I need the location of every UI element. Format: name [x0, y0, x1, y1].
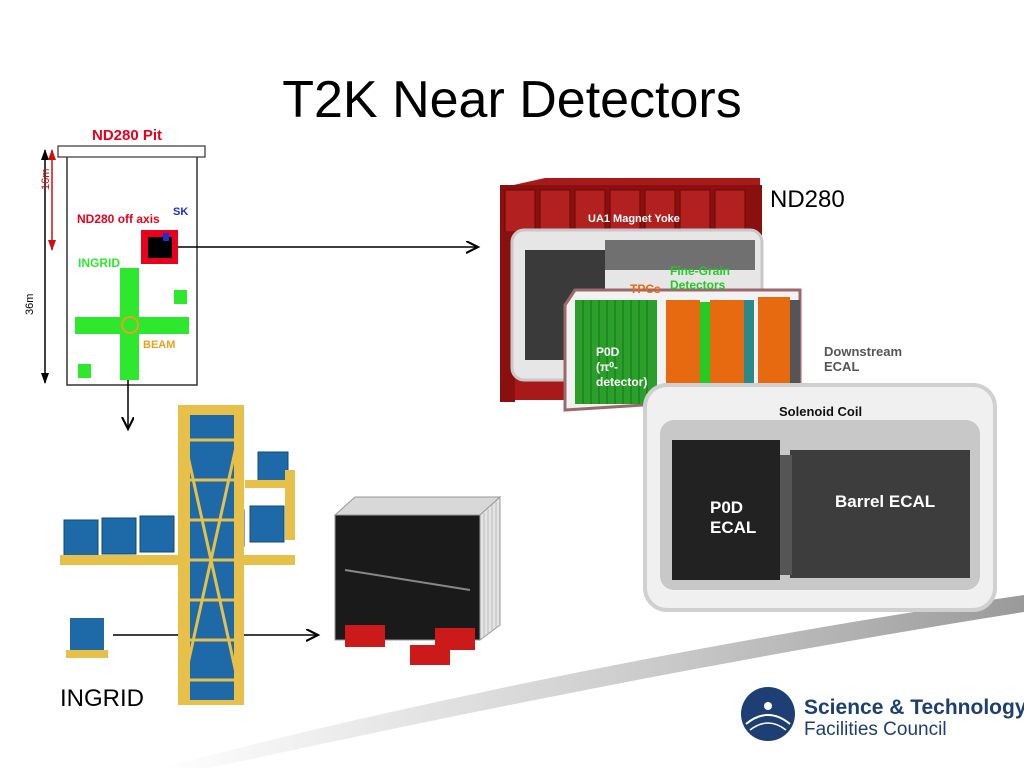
fgd-label-line1: Fine-Grain — [670, 264, 731, 278]
p0d-ecal-label-line2: ECAL — [710, 518, 757, 537]
nd280-off-axis-label: ND280 off axis — [77, 212, 160, 226]
depth-16m-label: 16m — [40, 168, 52, 190]
sk-label: SK — [173, 206, 189, 218]
magnet-yoke-label: UA1 Magnet Yoke — [588, 213, 680, 225]
nd280-illustration — [500, 178, 997, 612]
stfc-logo-line1: Science & Technology — [804, 696, 1024, 719]
beam-label: BEAM — [143, 339, 176, 351]
fgd-label-line2: Detectors — [670, 278, 726, 292]
decorative-swoosh — [160, 595, 1024, 768]
barrel-ecal-label: Barrel ECAL — [835, 492, 936, 511]
p0d-label-line2: (π⁰- — [596, 360, 618, 374]
ingrid-illustration — [60, 405, 502, 705]
p0d-label-line1: P0D — [596, 345, 620, 359]
slide-title: T2K Near Detectors — [282, 71, 742, 129]
tpcs-label: TPCs — [630, 282, 661, 296]
depth-36m-label: 36m — [24, 293, 36, 315]
nd280-label: ND280 — [770, 186, 845, 213]
p0d-ecal-label-line1: P0D — [710, 498, 744, 517]
p0d-label-line3: detector) — [596, 375, 648, 389]
stfc-logo-line2: Facilities Council — [804, 719, 947, 740]
pit-map — [41, 145, 206, 386]
stfc-emblem-icon — [741, 687, 795, 741]
stfc-logo: Science & Technology Facilities Council — [738, 682, 1024, 744]
solenoid-coil-label: Solenoid Coil — [779, 404, 863, 419]
ingrid-label: INGRID — [60, 685, 144, 712]
ingrid-pit-label: INGRID — [78, 256, 120, 270]
downstream-ecal-line1: Downstream — [824, 344, 903, 359]
pit-header-label: ND280 Pit — [92, 127, 163, 144]
downstream-ecal-line2: ECAL — [824, 359, 860, 374]
